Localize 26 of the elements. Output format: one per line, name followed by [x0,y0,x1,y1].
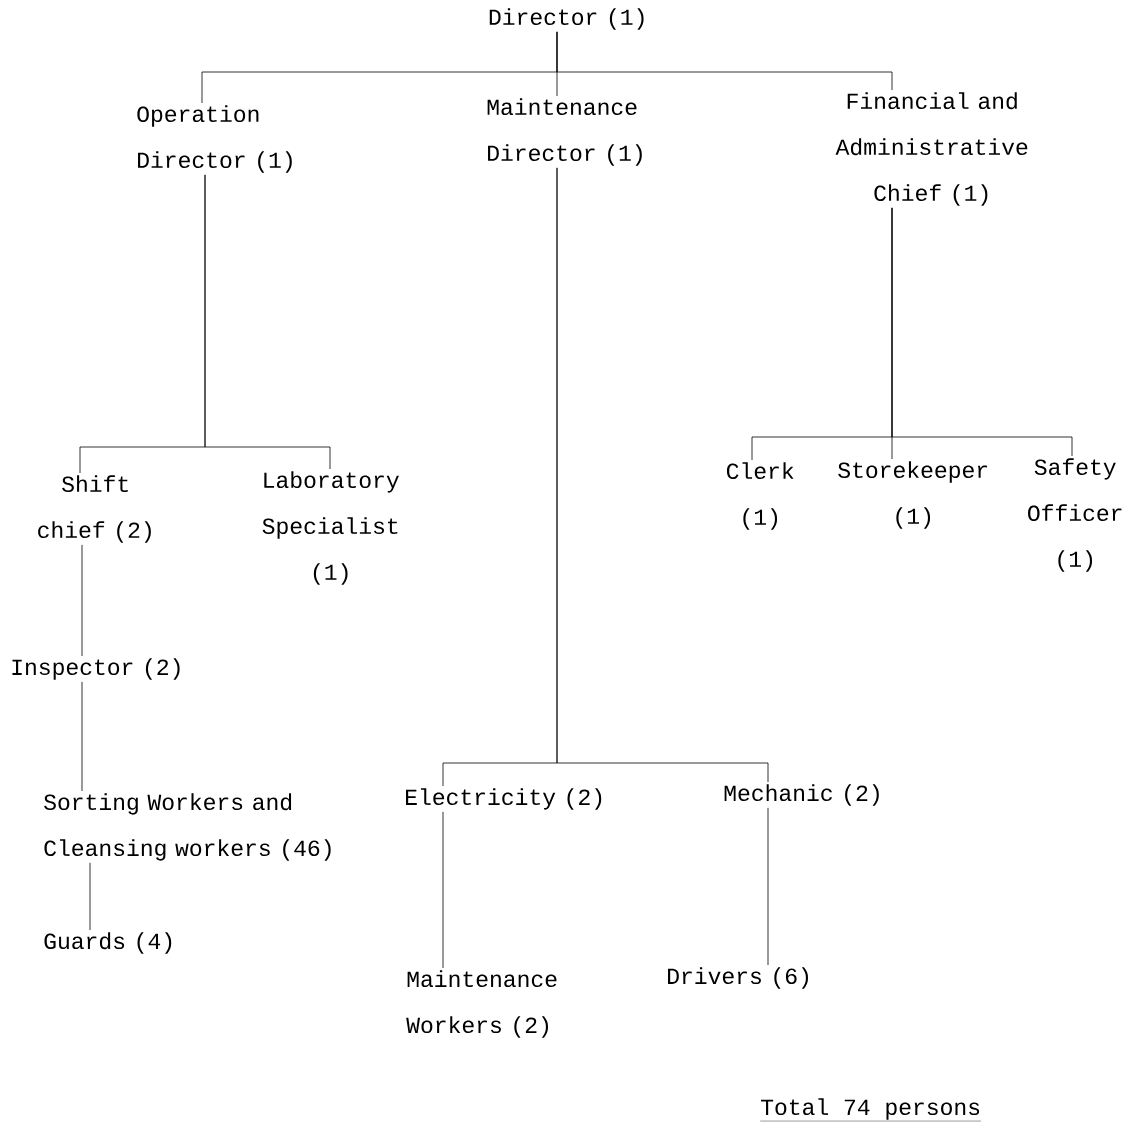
connector-line [891,207,1073,457]
position-label: Shift chief (2) [38,475,151,543]
connector-line [89,862,91,931]
position-label: Sorting Workers and Cleansing workers (46) [44,793,331,861]
position-label: Storekeeper (1) [838,461,988,529]
connector-line [556,167,769,783]
position-label: Operation Director (1) [137,105,292,173]
connector-line [556,31,893,91]
position-label: Inspector (2) [12,658,180,680]
position-label: Maintenance Workers (2) [406,970,557,1038]
connector-line [767,807,769,966]
connector-line [81,544,83,657]
connector-line [81,681,83,792]
connector-line [442,811,444,969]
position-label: Safety Officer (1) [1028,458,1122,572]
position-label: Clerk (1) [726,462,794,530]
connector-line [204,174,331,470]
position-label: Laboratory Specialist (1) [262,471,399,585]
position-label: Director (1) [489,8,644,30]
position-label: Guards (4) [44,932,172,954]
position-label: Mechanic (2) [724,784,879,806]
position-label: Maintenance Director (1) [487,98,642,166]
position-label: Drivers (6) [668,967,808,989]
position-label: Financial and Administrative Chief (1) [835,92,1028,206]
position-label: Electricity (2) [406,788,602,810]
total-note: Total 74 persons [760,1098,982,1122]
